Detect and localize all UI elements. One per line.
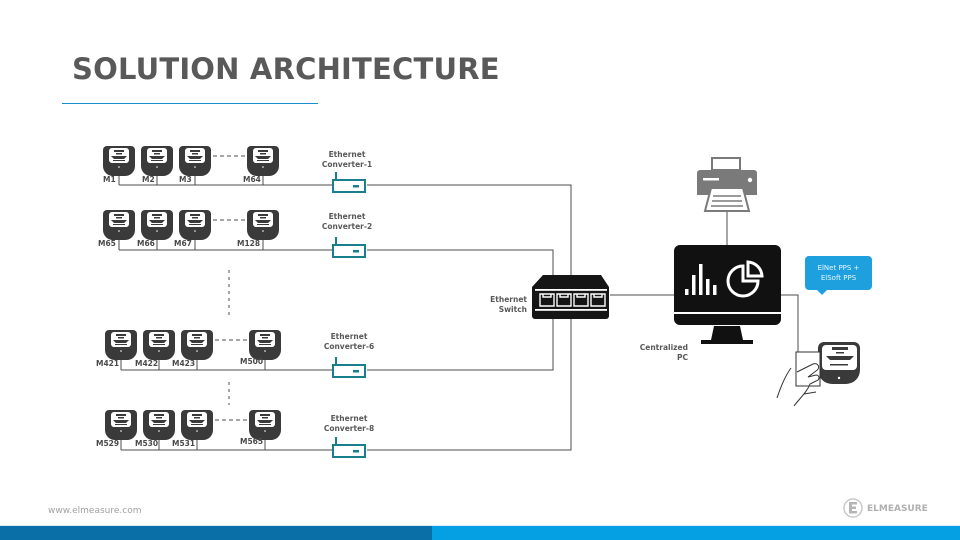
pc-label: PC [677, 353, 688, 362]
meter-label: M67 [174, 239, 192, 248]
meter-label: M64 [243, 175, 261, 184]
energy-meter-icon [179, 146, 211, 176]
converter-label: Ethernet [331, 414, 368, 423]
meter-label: M3 [179, 175, 192, 184]
energy-meter-icon [249, 330, 281, 360]
energy-meter-icon [141, 210, 173, 240]
energy-meter-icon [141, 146, 173, 176]
converter-label: Ethernet [329, 150, 366, 159]
ethernet-switch-icon [532, 275, 609, 319]
switch-label: Ethernet [490, 295, 527, 304]
energy-meter-icon [179, 210, 211, 240]
energy-meter-icon [247, 146, 279, 176]
meter-label: M421 [96, 359, 119, 368]
footer-divider [0, 525, 960, 526]
energy-meter-icon [181, 410, 213, 440]
energy-meter-icon [103, 146, 135, 176]
meter-label: M422 [135, 359, 158, 368]
callout-line: ElNet PPS + [817, 264, 860, 272]
meter-label: M500 [240, 357, 263, 366]
meter-label: M66 [137, 239, 155, 248]
meter-label: M423 [172, 359, 195, 368]
meter-row-1: M1 M2 M3 M64 Ethernet Converter-1 [103, 146, 372, 193]
printer-icon [697, 157, 757, 212]
ethernet-converter-icon [332, 236, 366, 258]
callout-line: ElSoft PPS [820, 274, 857, 282]
energy-meter-icon [143, 330, 175, 360]
energy-meter-icon [105, 330, 137, 360]
energy-meter-icon [249, 410, 281, 440]
converter-label: Ethernet [331, 332, 368, 341]
pc-label: Centralized [640, 343, 688, 352]
card-meter-icon [776, 342, 860, 407]
meter-label: M530 [135, 439, 158, 448]
logo-text: ELMEASURE [867, 504, 928, 514]
wiring [118, 155, 818, 451]
footer-bar-dark [0, 526, 432, 540]
converter-label: Ethernet [329, 212, 366, 221]
meter-row-4: M529 M530 M531 M565 Ethernet Converter-8 [96, 410, 374, 458]
meter-row-3: M421 M422 M423 M500 Ethernet Converter-6 [96, 330, 374, 378]
switch-label: Switch [499, 305, 527, 314]
converter-label: Converter-8 [324, 424, 374, 433]
energy-meter-icon [105, 410, 137, 440]
converter-label: Converter-6 [324, 342, 374, 351]
elmeasure-logo: ELMEASURE [843, 498, 928, 518]
meter-label: M65 [98, 239, 116, 248]
converter-label: Converter-2 [322, 222, 372, 231]
ethernet-switch: Ethernet Switch [490, 275, 609, 319]
meter-label: M531 [172, 439, 195, 448]
energy-meter-icon [143, 410, 175, 440]
title-underline [62, 103, 318, 104]
energy-meter-icon [181, 330, 213, 360]
meter-row-2: M65 M66 M67 M128 Ethernet Converter-2 [98, 210, 372, 258]
footer-website-link[interactable]: www.elmeasure.com [48, 506, 142, 516]
monitor-analytics-icon [674, 245, 781, 344]
meter-label: M2 [142, 175, 155, 184]
meter-label: M529 [96, 439, 119, 448]
meter-label: M565 [240, 437, 263, 446]
ethernet-converter-icon [332, 356, 366, 378]
ethernet-converter-icon [332, 171, 366, 193]
centralized-pc: Centralized PC [640, 245, 781, 362]
slide-title: SOLUTION ARCHITECTURE [72, 52, 500, 86]
ethernet-converter-icon [332, 436, 366, 458]
footer-bar-light [432, 526, 960, 540]
software-callout: ElNet PPS + ElSoft PPS [805, 256, 872, 295]
meter-label: M1 [103, 175, 116, 184]
energy-meter-icon [103, 210, 135, 240]
converter-label: Converter-1 [322, 160, 372, 169]
meter-label: M128 [237, 239, 260, 248]
energy-meter-icon [247, 210, 279, 240]
